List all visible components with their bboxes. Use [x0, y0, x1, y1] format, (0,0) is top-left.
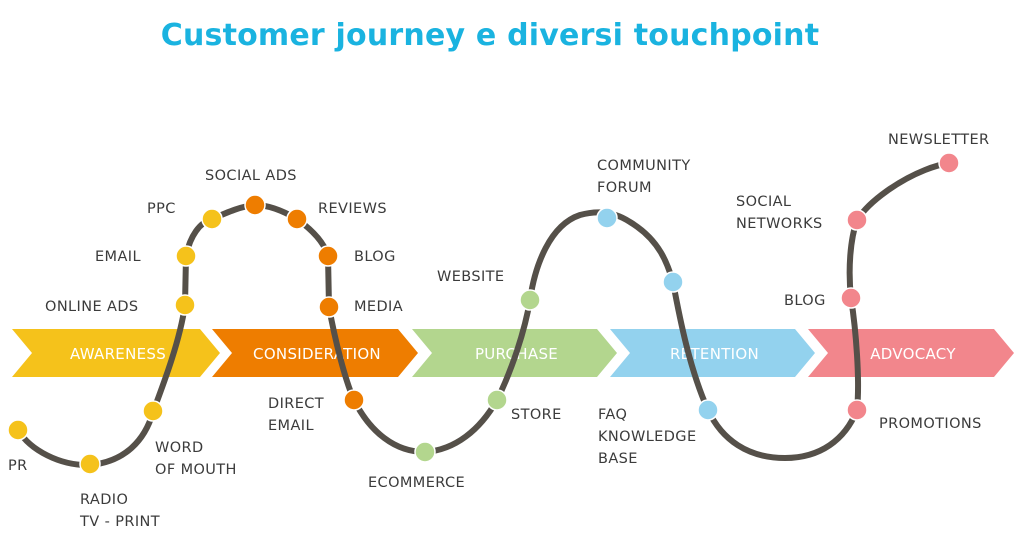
touchpoint-label-line: BLOG: [354, 249, 396, 265]
stage-label-consideration: CONSIDERATION: [253, 345, 381, 363]
touchpoint-label-line: SOCIAL: [736, 194, 791, 210]
touchpoint-label-line: WEBSITE: [437, 269, 505, 285]
touchpoint-dot-email: [175, 245, 197, 267]
touchpoint-dot-pr: [7, 419, 29, 441]
touchpoint-label-word-of-mouth: WORD OF MOUTH: [155, 440, 237, 478]
touchpoint-dot-website: [519, 289, 541, 311]
touchpoint-label-line: FORUM: [597, 180, 652, 196]
touchpoint-label-line: COMMUNITY: [597, 158, 691, 174]
touchpoint-dot-media: [318, 296, 340, 318]
touchpoint-label-reviews: REVIEWS: [318, 201, 387, 217]
touchpoint-label-line: STORE: [511, 407, 562, 423]
journey-path: [15, 160, 952, 469]
touchpoint-label-line: DIRECT: [268, 396, 324, 412]
touchpoint-dot-retention-dot: [662, 271, 684, 293]
touchpoint-dot-ppc: [201, 208, 223, 230]
touchpoint-dot-ecommerce: [414, 441, 436, 463]
touchpoint-label-line: FAQ: [598, 407, 627, 423]
touchpoint-dot-social-networks: [846, 209, 868, 231]
stage-arrow-retention: [610, 329, 815, 377]
stage-label-awareness: AWARENESS: [70, 345, 166, 363]
touchpoint-label-blog-consideration: BLOG: [354, 249, 396, 265]
touchpoint-label-line: WORD: [155, 440, 204, 456]
touchpoint-dot-radio-tv-print: [79, 453, 101, 475]
page-title: Customer journey e diversi touchpoint: [160, 18, 820, 53]
touchpoint-label-store: STORE: [511, 407, 562, 423]
touchpoint-label-line: BASE: [598, 451, 638, 467]
touchpoint-label-line: NETWORKS: [736, 216, 823, 232]
touchpoint-label-line: OF MOUTH: [155, 462, 237, 478]
touchpoint-label-line: ONLINE ADS: [45, 299, 139, 315]
touchpoint-label-faq-knowledge-base: FAQ KNOWLEDGE BASE: [598, 407, 697, 467]
touchpoint-labels: PR RADIO TV - PRINT WORD OF MOUTH ONLINE ADS E…: [8, 132, 990, 530]
touchpoint-dot-store: [486, 389, 508, 411]
touchpoint-dot-blog-consideration: [317, 245, 339, 267]
touchpoint-label-newsletter: NEWSLETTER: [888, 132, 990, 148]
touchpoint-label-line: REVIEWS: [318, 201, 387, 217]
touchpoint-dot-social-ads: [244, 194, 266, 216]
touchpoint-label-community-forum: COMMUNITY FORUM: [597, 158, 691, 196]
touchpoint-label-website: WEBSITE: [437, 269, 505, 285]
stage-label-retention: RETENTION: [670, 345, 759, 363]
touchpoint-label-radio-tv-print: RADIO TV - PRINT: [79, 492, 160, 530]
touchpoint-dot-direct-email: [343, 389, 365, 411]
touchpoint-label-pr: PR: [8, 458, 28, 474]
touchpoint-label-line: RADIO: [80, 492, 128, 508]
touchpoint-label-line: KNOWLEDGE: [598, 429, 697, 445]
touchpoint-label-blog-advocacy: BLOG: [784, 293, 826, 309]
touchpoint-label-line: PR: [8, 458, 28, 474]
touchpoint-label-line: PROMOTIONS: [879, 416, 982, 432]
touchpoint-label-line: NEWSLETTER: [888, 132, 990, 148]
touchpoint-label-line: PPC: [147, 201, 176, 217]
touchpoint-dot-community-forum: [596, 207, 618, 229]
stage-label-advocacy: ADVOCACY: [870, 345, 956, 363]
touchpoint-label-line: TV - PRINT: [79, 514, 160, 530]
touchpoint-label-social-networks: SOCIAL NETWORKS: [736, 194, 823, 232]
touchpoint-dot-word-of-mouth: [142, 400, 164, 422]
touchpoint-dots: [7, 152, 960, 475]
touchpoint-dot-promotions: [846, 399, 868, 421]
touchpoint-label-social-ads: SOCIAL ADS: [205, 168, 297, 184]
touchpoint-dot-reviews: [286, 208, 308, 230]
touchpoint-label-online-ads: ONLINE ADS: [45, 299, 139, 315]
touchpoint-label-ppc: PPC: [147, 201, 176, 217]
touchpoint-dot-blog-advocacy: [840, 287, 862, 309]
touchpoint-dot-newsletter: [938, 152, 960, 174]
touchpoint-label-ecommerce: ECOMMERCE: [368, 475, 465, 491]
touchpoint-label-promotions: PROMOTIONS: [879, 416, 982, 432]
stage-arrow-consideration: [212, 329, 418, 377]
touchpoint-dot-faq-knowledge-base: [697, 399, 719, 421]
touchpoint-label-line: EMAIL: [95, 249, 141, 265]
touchpoint-label-direct-email: DIRECT EMAIL: [268, 396, 324, 434]
touchpoint-label-line: MEDIA: [354, 299, 403, 315]
touchpoint-label-email: EMAIL: [95, 249, 141, 265]
touchpoint-label-line: ECOMMERCE: [368, 475, 465, 491]
touchpoint-label-line: SOCIAL ADS: [205, 168, 297, 184]
touchpoint-label-line: BLOG: [784, 293, 826, 309]
touchpoint-label-media: MEDIA: [354, 299, 403, 315]
touchpoint-dot-online-ads: [174, 294, 196, 316]
touchpoint-label-line: EMAIL: [268, 418, 314, 434]
